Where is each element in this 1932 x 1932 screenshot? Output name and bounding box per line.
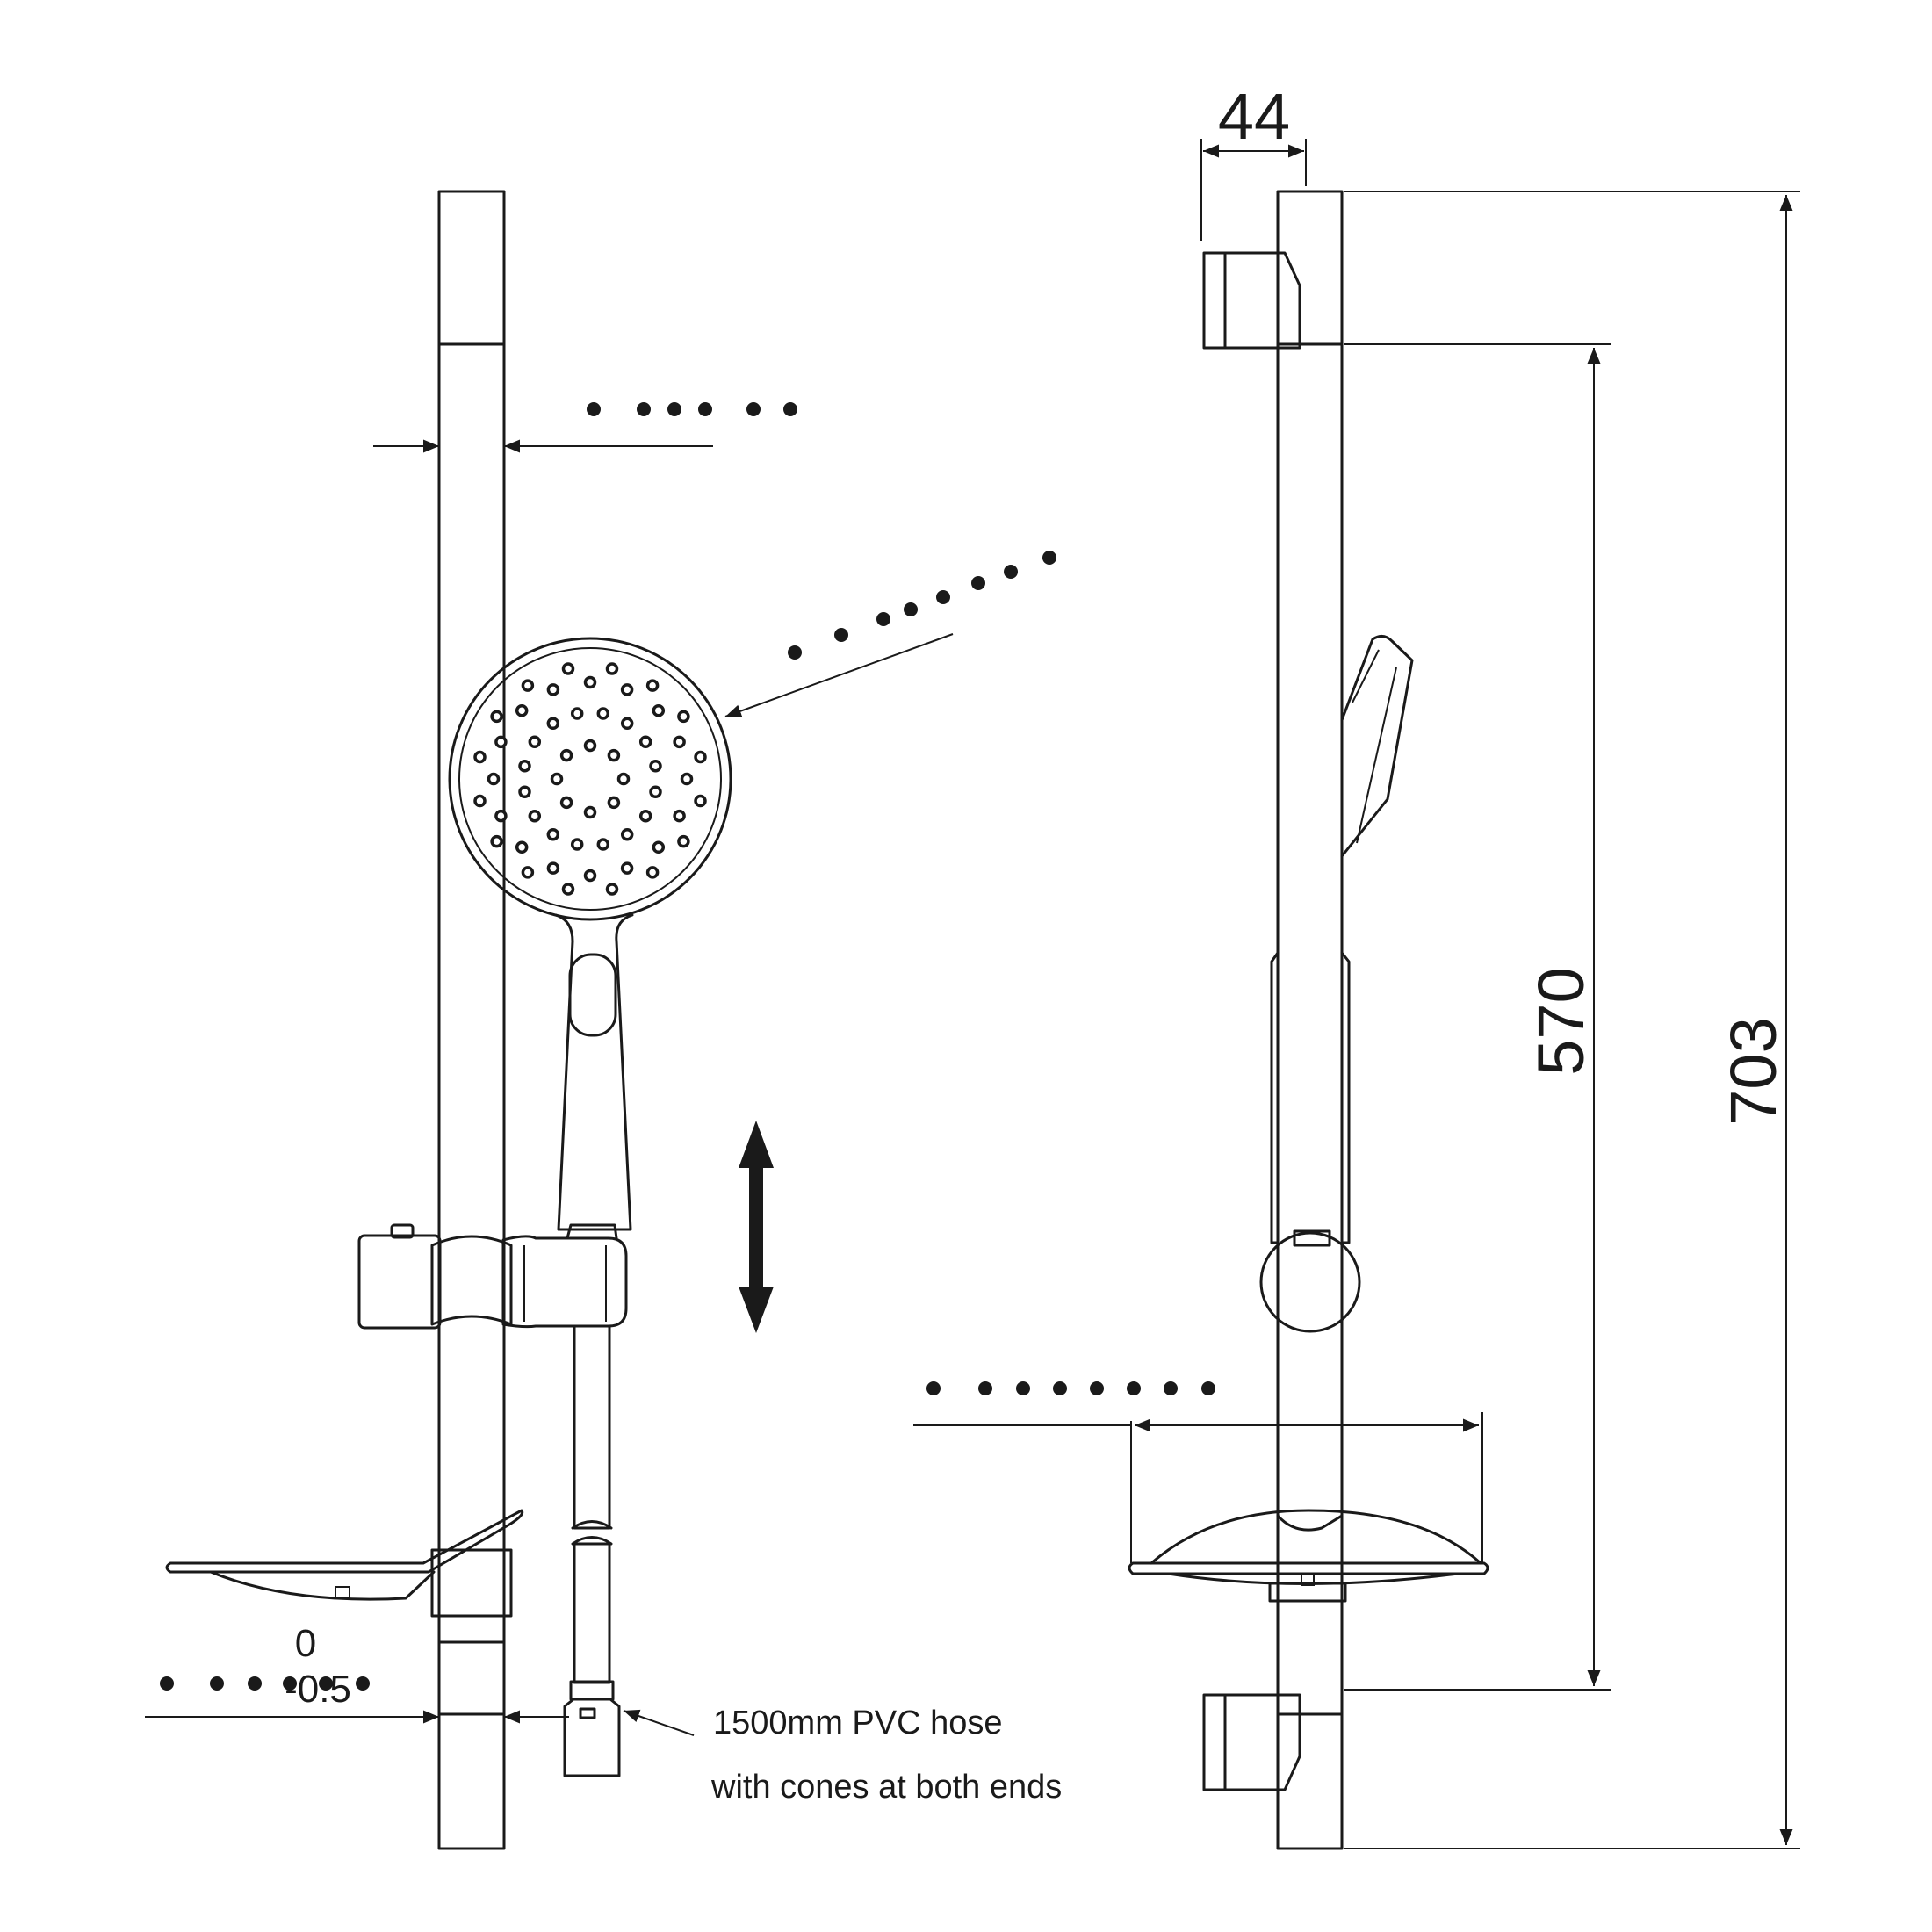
tolerance-lower: -0.5 bbox=[285, 1668, 351, 1711]
nozzle bbox=[694, 750, 707, 764]
nozzle bbox=[620, 717, 634, 731]
nozzle bbox=[546, 683, 560, 696]
nozzle bbox=[677, 710, 690, 724]
nozzle bbox=[494, 809, 508, 823]
nozzle bbox=[570, 707, 584, 720]
nozzle bbox=[652, 703, 666, 717]
hole-spacing-dimension: 570 bbox=[1344, 343, 1611, 1690]
nozzle bbox=[528, 809, 542, 823]
nozzle bbox=[487, 772, 501, 786]
nozzle bbox=[546, 827, 560, 841]
top-width-label: 44 bbox=[1218, 80, 1290, 153]
nozzle bbox=[694, 794, 707, 808]
nozzle bbox=[515, 840, 529, 854]
top-wall-bracket bbox=[1202, 251, 1301, 350]
slider-knob-side bbox=[1259, 1229, 1361, 1333]
nozzle bbox=[638, 735, 652, 749]
nozzle bbox=[607, 748, 621, 762]
nozzle bbox=[583, 739, 597, 753]
nozzle bbox=[680, 772, 694, 786]
nozzle bbox=[515, 703, 529, 717]
side-view: 44 570 703 bbox=[913, 80, 1800, 1850]
nozzle bbox=[596, 838, 610, 851]
nozzle-pattern bbox=[473, 662, 707, 896]
nozzle bbox=[673, 735, 686, 749]
rail-diameter-dimension bbox=[373, 402, 797, 453]
dimension-dots-3 bbox=[160, 1676, 370, 1690]
nozzle bbox=[645, 866, 660, 879]
hand-shower-side bbox=[1270, 635, 1414, 1244]
slider-bracket bbox=[357, 1223, 628, 1330]
overall-height-label: 703 bbox=[1717, 1017, 1790, 1125]
hole-spacing-label: 570 bbox=[1525, 967, 1597, 1075]
nozzle bbox=[490, 710, 503, 724]
nozzle bbox=[649, 759, 662, 773]
nozzle bbox=[518, 785, 531, 799]
nozzle bbox=[596, 707, 610, 720]
nozzle bbox=[620, 827, 634, 841]
nozzle bbox=[605, 883, 619, 896]
nozzle bbox=[677, 834, 690, 848]
soap-dish-width-dimension bbox=[913, 1381, 1483, 1563]
bottom-wall-bracket bbox=[1202, 1693, 1301, 1791]
nozzle bbox=[546, 861, 560, 875]
overall-height-dimension: 703 bbox=[1344, 191, 1800, 1849]
nozzle bbox=[583, 675, 597, 689]
nozzle bbox=[645, 679, 660, 692]
nozzle bbox=[620, 861, 634, 875]
nozzle bbox=[561, 883, 575, 896]
dimension-dots-2 bbox=[788, 551, 1056, 660]
nozzle bbox=[583, 805, 597, 819]
nozzle bbox=[649, 785, 662, 799]
front-view: 0 -0.5 1500mm PVC hose with cones at bot… bbox=[145, 190, 1062, 1850]
side-rail bbox=[1276, 190, 1344, 1850]
nozzle bbox=[494, 735, 508, 749]
shower-head-callout bbox=[724, 551, 1056, 717]
nozzle bbox=[605, 662, 619, 675]
nozzle bbox=[518, 759, 531, 773]
nozzle bbox=[521, 679, 535, 692]
nozzle bbox=[559, 796, 573, 810]
nozzle bbox=[570, 838, 584, 851]
front-rail bbox=[437, 190, 506, 1850]
nozzle bbox=[673, 809, 686, 823]
nozzle bbox=[620, 683, 634, 696]
nozzle bbox=[607, 796, 621, 810]
nozzle bbox=[550, 772, 564, 786]
soap-dish-side bbox=[1128, 1509, 1489, 1603]
nozzle bbox=[473, 794, 487, 808]
nozzle bbox=[528, 735, 542, 749]
tolerance-note: 0 -0.5 bbox=[145, 1622, 569, 1724]
shower-hose bbox=[563, 1324, 621, 1777]
dimension-dots-1 bbox=[587, 402, 797, 416]
nozzle bbox=[559, 748, 573, 762]
nozzle bbox=[473, 750, 487, 764]
hose-note-line1: 1500mm PVC hose bbox=[713, 1705, 1003, 1741]
dimension-dots-4 bbox=[926, 1381, 1215, 1395]
hand-shower-head bbox=[448, 637, 732, 1231]
soap-dish-front bbox=[165, 1509, 524, 1618]
hose-note: 1500mm PVC hose with cones at both ends bbox=[623, 1705, 1062, 1806]
nozzle bbox=[583, 869, 597, 883]
top-width-dimension: 44 bbox=[1200, 80, 1307, 242]
nozzle bbox=[638, 809, 652, 823]
nozzle bbox=[616, 772, 631, 786]
tolerance-upper: 0 bbox=[295, 1622, 316, 1665]
nozzle bbox=[561, 662, 575, 675]
hose-note-line2: with cones at both ends bbox=[710, 1769, 1062, 1806]
up-down-arrow-icon bbox=[739, 1121, 774, 1333]
nozzle bbox=[652, 840, 666, 854]
nozzle bbox=[546, 717, 560, 731]
nozzle bbox=[490, 834, 503, 848]
nozzle bbox=[521, 866, 535, 879]
